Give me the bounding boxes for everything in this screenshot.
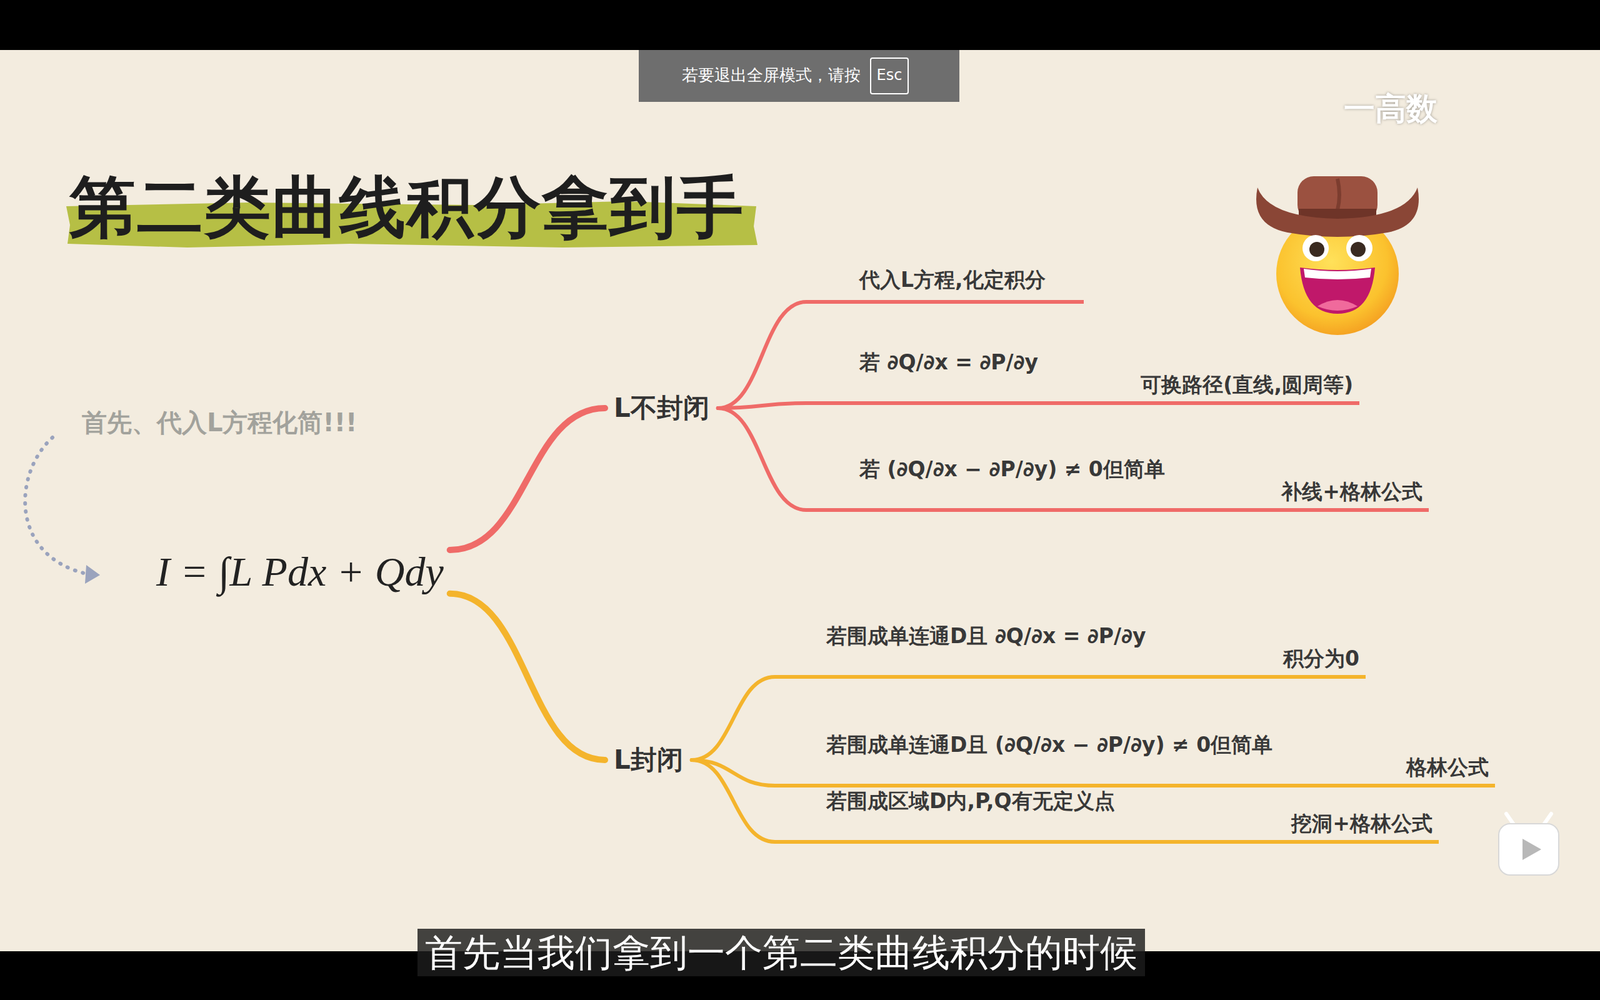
cowboy-emoji [1256, 176, 1419, 335]
branch-connector [450, 593, 605, 760]
step-text: 代入L方程,化定积分 [859, 266, 1046, 293]
dotted-arrow [25, 437, 87, 574]
result-text: 挖洞+格林公式 [1291, 810, 1433, 837]
leaf-branch: 若围成区域D内,P,Q有无定义点挖洞+格林公式 [775, 788, 1439, 844]
key-label: Esc [872, 66, 907, 85]
branch-topic: L封闭 [605, 741, 692, 780]
arrow-head [85, 565, 100, 584]
fullscreen-hint: 若要退出全屏模式，请按 [681, 65, 861, 85]
note-text: 首先、代入L方程化简!!! [81, 407, 357, 438]
leaf-branch: 若 ∂Q/∂x = ∂P/∂y 可换路径(直线,圆周等) [806, 349, 1360, 405]
leaf-branch: 若围成单连通D且 (∂Q/∂x − ∂P/∂y) ≠ 0但简单格林公式 [775, 731, 1495, 788]
topic-text: L不封闭 [613, 391, 710, 425]
leaf-branch: 代入L方程,化定积分 [806, 266, 1084, 304]
condition-text: 若围成单连通D且 ∂Q/∂x = ∂P/∂y [826, 623, 1146, 649]
result-text: 补线+格林公式 [1281, 478, 1423, 505]
formula-root: I = ∫L Pdx + Qdy [150, 545, 450, 599]
key-box [870, 58, 909, 94]
condition-text: 若围成单连通D且 (∂Q/∂x − ∂P/∂y) ≠ 0但简单 [826, 731, 1273, 758]
condition-text: 若 (∂Q/∂x − ∂P/∂y) ≠ 0但简单 [859, 456, 1165, 482]
branch-connector [691, 676, 775, 760]
watermark: 一高数 [1343, 90, 1438, 128]
branch-connector [450, 408, 605, 550]
subtitle: 首先当我们拿到一个第二类曲线积分的时候 [417, 928, 1145, 977]
video-logo [1498, 813, 1559, 875]
branch-connector [718, 301, 807, 409]
branch-topic: L不封闭 [605, 389, 719, 428]
condition-text: 若围成区域D内,P,Q有无定义点 [826, 788, 1115, 814]
top-bar [0, 0, 1600, 50]
leaf-branch: 若围成单连通D且 ∂Q/∂x = ∂P/∂y 积分为0 [775, 623, 1366, 679]
result-text: 可换路径(直线,圆周等) [1140, 371, 1354, 398]
branch-connector [691, 760, 775, 842]
result-text: 积分为0 [1283, 645, 1360, 672]
title-text: 第二类曲线积分拿到手 [69, 167, 745, 247]
leaf-branch: 若 (∂Q/∂x − ∂P/∂y) ≠ 0但简单补线+格林公式 [806, 456, 1429, 512]
topic-text: I = ∫L Pdx + Qdy [156, 545, 444, 599]
condition-text: 若 ∂Q/∂x = ∂P/∂y [859, 349, 1039, 375]
result-text: 格林公式 [1406, 754, 1489, 780]
branch-connector [718, 403, 807, 409]
fullscreen-hint-box [638, 50, 960, 102]
topic-text: L封闭 [613, 743, 684, 777]
branch-connector [718, 408, 807, 510]
